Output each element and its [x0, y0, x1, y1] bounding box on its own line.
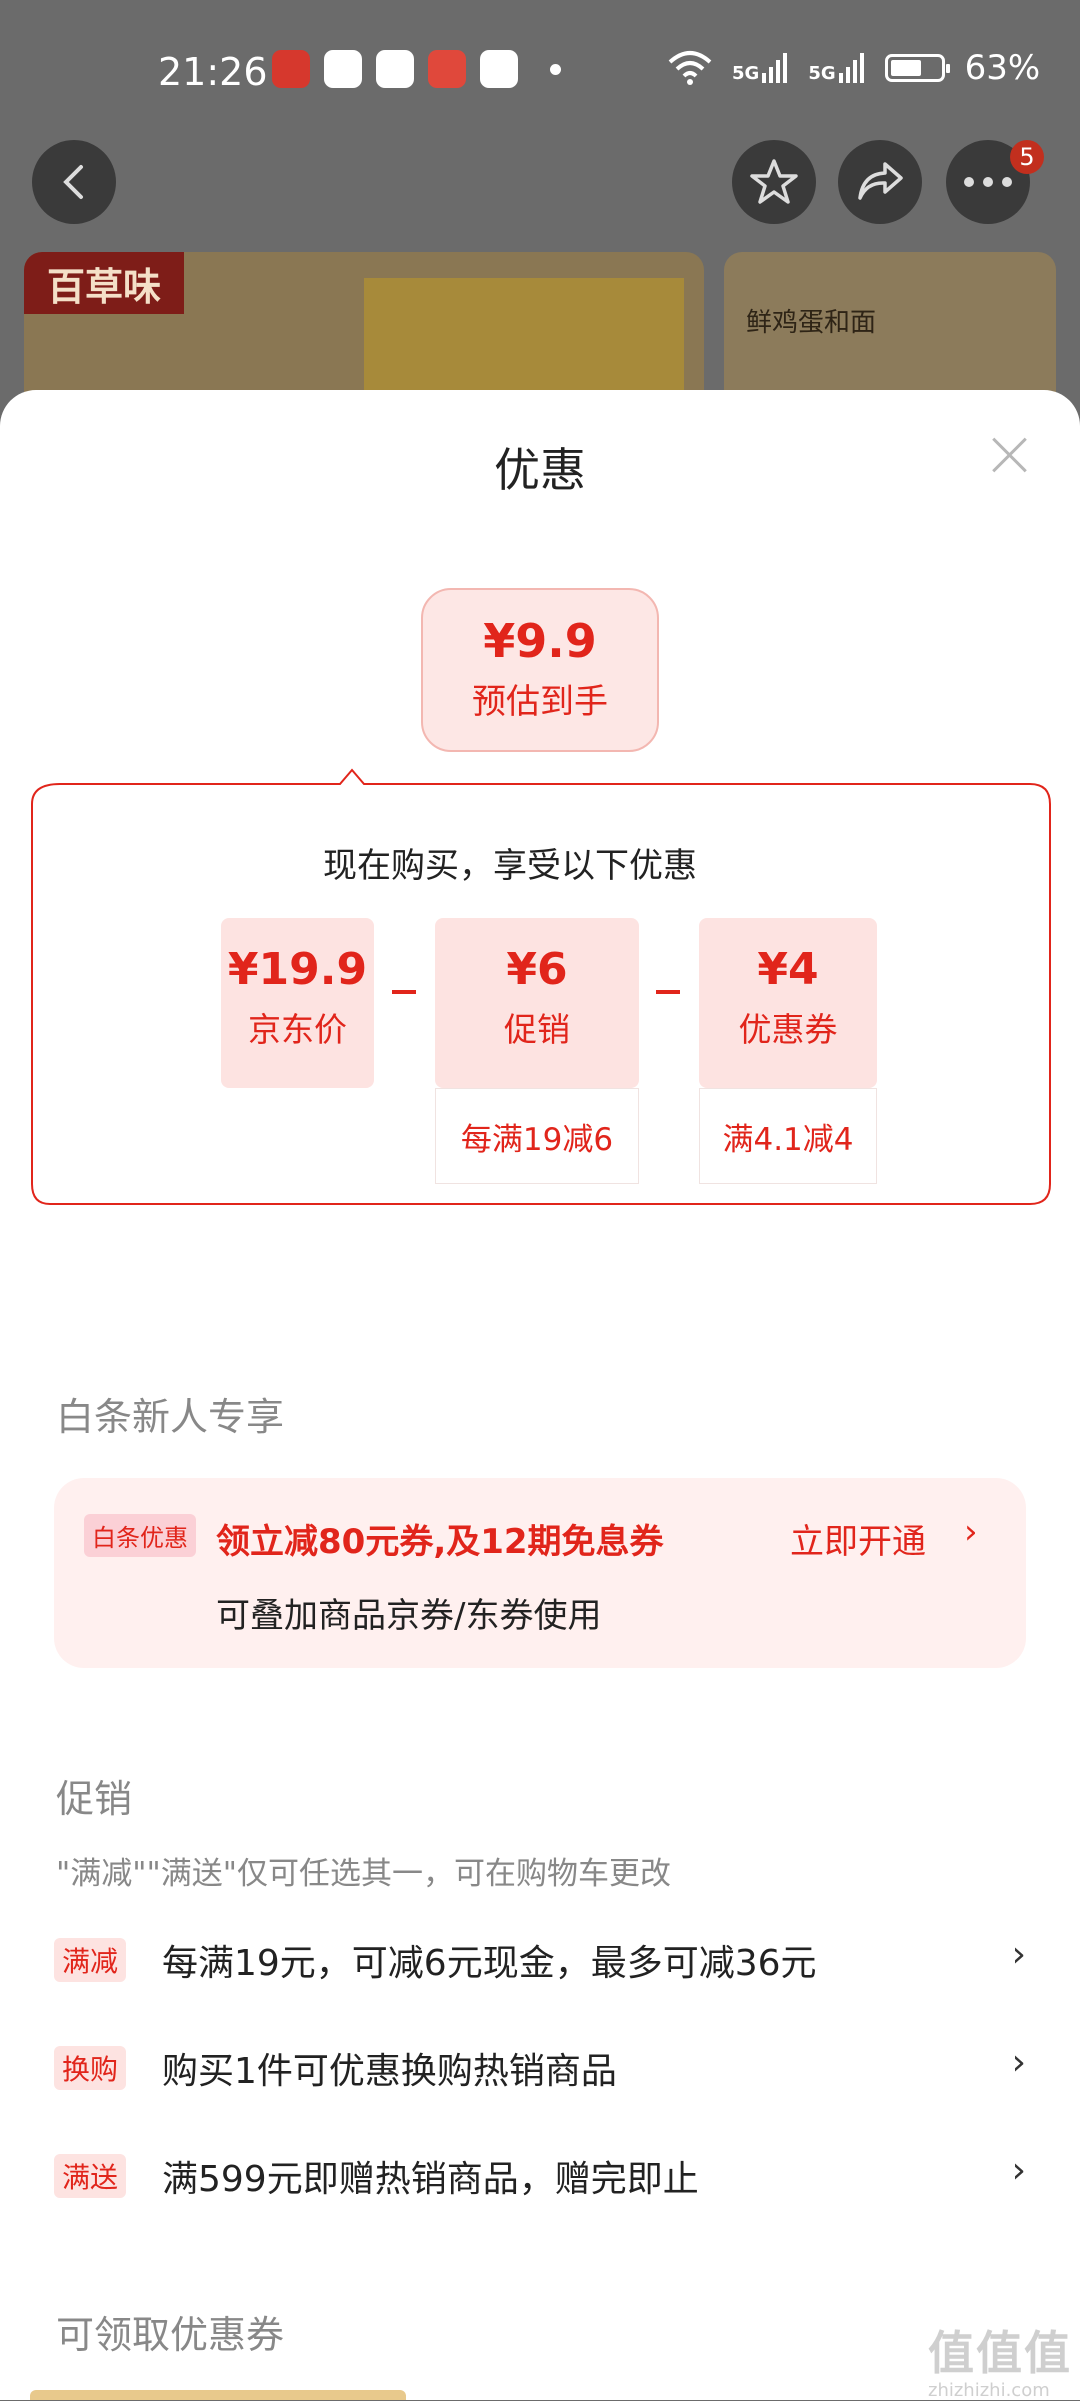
baitiao-sub-text: 可叠加商品京券/东券使用	[216, 1596, 602, 1636]
promotion-text: 满599元即赠热销商品，赠完即止	[162, 2159, 699, 2200]
status-time: 21:26	[158, 50, 268, 94]
favorite-button[interactable]	[732, 140, 816, 224]
promotion-condition: 每满19减6	[435, 1088, 639, 1184]
jd-price-cell: ¥19.9 京东价	[221, 918, 374, 1088]
battery-percent: 63%	[964, 48, 1041, 88]
app-notification-icon	[272, 50, 310, 88]
chevron-right-icon[interactable]: ›	[1011, 2042, 1026, 2083]
watermark-url: zhizhizhi.com	[928, 2380, 1050, 2401]
promotion-row[interactable]: 满减 每满19元，可减6元现金，最多可减36元 ›	[54, 1930, 1026, 1990]
signal-icon: 5G	[808, 53, 864, 83]
discount-sheet: 优惠 ¥9.9 预估到手 现在购买，享受以下优惠 ¥19.9 京东价 ¥6 促销…	[0, 390, 1080, 2400]
promotion-tag: 满送	[54, 2154, 127, 2198]
signal-type-label: 5G	[732, 63, 760, 84]
baitiao-tag: 白条优惠	[84, 1514, 196, 1557]
jd-price-value: ¥19.9	[227, 944, 368, 995]
baitiao-section-title: 白条新人专享	[56, 1395, 285, 1439]
app-notification-icon	[428, 50, 466, 88]
share-button[interactable]	[838, 140, 922, 224]
baitiao-card[interactable]: 白条优惠 领立减80元券,及12期免息券 可叠加商品京券/东券使用 立即开通 ›	[54, 1478, 1026, 1668]
coupon-cell: ¥4 优惠券	[699, 918, 877, 1088]
system-icons: 5G 5G 63%	[668, 48, 1040, 88]
notification-badge: 5	[1010, 140, 1044, 174]
back-button[interactable]	[32, 140, 116, 224]
more-notifications-dot	[550, 64, 561, 75]
product-box-image	[364, 278, 684, 412]
promotion-row[interactable]: 满送 满599元即赠热销商品，赠完即止 ›	[54, 2146, 1026, 2206]
promotion-label: 促销	[504, 1010, 570, 1049]
coupon-label: 优惠券	[738, 1010, 838, 1049]
product-side-caption: 鲜鸡蛋和面	[746, 308, 877, 338]
signal-icon: 5G	[732, 53, 788, 83]
promotion-row[interactable]: 换购 购买1件可优惠换购热销商品 ›	[54, 2038, 1026, 2098]
estimated-price-label: 预估到手	[472, 682, 608, 722]
watermark: 值值值	[928, 2326, 1072, 2380]
share-icon	[858, 162, 903, 200]
promotion-tag: 满减	[54, 1938, 127, 1982]
close-icon[interactable]	[984, 430, 1034, 480]
promotion-note: "满减""满送"仅可任选其一，可在购物车更改	[56, 1856, 672, 1892]
product-image-main[interactable]: 百草味	[24, 252, 704, 412]
wifi-icon	[668, 51, 712, 85]
star-icon	[750, 159, 798, 204]
product-image-side[interactable]: 鲜鸡蛋和面	[724, 252, 1056, 412]
battery-icon	[884, 54, 950, 82]
baitiao-main-text: 领立减80元券,及12期免息券	[216, 1522, 664, 1562]
minus-sign	[392, 990, 416, 994]
chevron-right-icon[interactable]: ›	[1011, 2150, 1026, 2191]
coupon-value: ¥4	[757, 944, 819, 995]
chevron-right-icon[interactable]: ›	[964, 1512, 978, 1552]
coupon-condition: 满4.1减4	[699, 1088, 877, 1184]
notification-icons	[272, 50, 518, 88]
breakdown-title: 现在购买，享受以下优惠	[323, 846, 697, 886]
estimated-price-box: ¥9.9 预估到手	[421, 588, 659, 752]
app-notification-icon	[324, 50, 362, 88]
promotion-value: ¥6	[506, 944, 568, 995]
signal-type-label: 5G	[808, 63, 836, 84]
minus-sign	[656, 990, 680, 994]
promotion-tag: 换购	[54, 2046, 127, 2090]
promotion-text: 每满19元，可减6元现金，最多可减36元	[162, 1943, 817, 1984]
estimated-price: ¥9.9	[483, 614, 597, 668]
jd-price-label: 京东价	[248, 1010, 347, 1049]
chevron-left-icon	[63, 165, 83, 199]
coupons-section-title: 可领取优惠券	[56, 2313, 285, 2357]
sheet-title: 优惠	[494, 443, 586, 497]
status-bar: 21:26 5G 5G 63%	[0, 0, 1080, 140]
app-notification-icon	[480, 50, 518, 88]
brand-logo: 百草味	[24, 252, 184, 314]
chevron-right-icon[interactable]: ›	[1011, 1934, 1026, 1975]
promotion-cell: ¥6 促销	[435, 918, 639, 1088]
more-dots-icon	[964, 177, 1012, 187]
open-now-link[interactable]: 立即开通	[790, 1522, 926, 1562]
promotion-text: 购买1件可优惠换购热销商品	[162, 2051, 617, 2092]
promotion-section-title: 促销	[56, 1777, 133, 1821]
app-notification-icon	[376, 50, 414, 88]
coupon-card-edge[interactable]	[30, 2390, 406, 2400]
